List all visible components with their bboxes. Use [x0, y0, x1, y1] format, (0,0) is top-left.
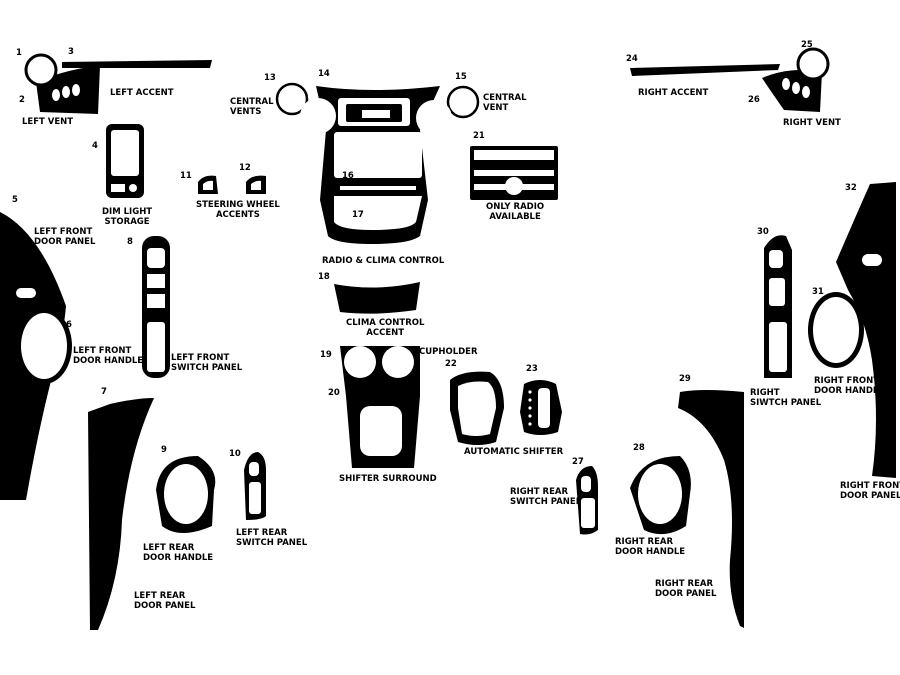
part-number-6: 6	[66, 320, 72, 330]
clima-control-accent-part	[334, 282, 420, 314]
part-number-28: 28	[633, 443, 645, 453]
label-right-rear-door-handle: RIGHT REAR DOOR HANDLE	[615, 537, 686, 557]
label-clima-control-accent: CLIMA CONTROL ACCENT	[346, 318, 425, 338]
part-number-14: 14	[318, 69, 330, 79]
only-radio-part	[470, 146, 558, 200]
part-number-8: 8	[127, 237, 133, 247]
label-right-accent: RIGHT ACCENT	[638, 88, 709, 98]
steering-accent-left-hole	[203, 180, 213, 190]
part-number-2: 2	[19, 95, 25, 105]
part-number-7: 7	[101, 387, 107, 397]
label-central-vent: CENTRAL VENT	[483, 93, 527, 113]
part-number-10: 10	[229, 449, 241, 459]
label-right-rear-door-panel: RIGHT REAR DOOR PANEL	[655, 579, 717, 599]
central-vent-left	[275, 82, 309, 116]
left-accent-part	[62, 60, 212, 68]
part-number-16: 16	[342, 171, 354, 181]
shifter-indicator-part	[520, 380, 562, 435]
label-cupholder: CUPHOLDER	[419, 347, 478, 357]
label-right-switch-panel: RIGHT SIWTCH PANEL	[750, 388, 822, 408]
part-number-31: 31	[812, 287, 824, 297]
part-number-1: 1	[16, 48, 22, 58]
right-rear-door-handle-part	[630, 456, 691, 535]
part-number-15: 15	[455, 72, 467, 82]
left-rear-door-panel-part	[88, 398, 154, 630]
part-number-11: 11	[180, 171, 192, 181]
label-shifter-surround: SHIFTER SURROUND	[339, 474, 437, 484]
part-number-9: 9	[161, 445, 167, 455]
part-number-12: 12	[239, 163, 251, 173]
part-number-4: 4	[92, 141, 98, 151]
shifter-bezel-part	[450, 371, 504, 445]
part-number-25: 25	[801, 40, 813, 50]
label-left-accent: LEFT ACCENT	[110, 88, 174, 98]
label-left-front-door-handle: LEFT FRONT DOOR HANDLE	[73, 346, 144, 366]
part-number-30: 30	[757, 227, 769, 237]
label-steering-wheel-accents: STEERING WHEEL ACCENTS	[196, 200, 280, 220]
part-number-22: 22	[445, 359, 457, 369]
central-vent-right	[446, 85, 480, 119]
label-only-radio-available: ONLY RADIO AVAILABLE	[486, 202, 545, 222]
label-right-front-door-panel: RIGHT FRONT DOOR PANEL	[840, 481, 900, 501]
right-front-door-panel-part	[836, 182, 896, 478]
part-number-26: 26	[748, 95, 760, 105]
left-front-switch-panel-part	[142, 236, 170, 378]
right-accent-part	[630, 64, 780, 76]
shifter-surround-part	[340, 346, 420, 468]
label-left-rear-door-panel: LEFT REAR DOOR PANEL	[134, 591, 196, 611]
label-automatic-shifter: AUTOMATIC SHIFTER	[464, 447, 564, 457]
part-number-13: 13	[264, 73, 276, 83]
steering-accent-right-hole	[251, 180, 261, 190]
right-rear-switch-panel-part	[576, 466, 598, 535]
label-left-front-switch-panel: LEFT FRONT SWITCH PANEL	[171, 353, 243, 373]
part-number-18: 18	[318, 272, 330, 282]
part-number-3: 3	[68, 47, 74, 57]
left-front-door-handle-part	[16, 308, 72, 384]
right-vent-part	[762, 47, 830, 112]
part-number-17: 17	[352, 210, 364, 220]
label-left-vent: LEFT VENT	[22, 117, 74, 127]
part-number-20: 20	[328, 388, 340, 398]
left-rear-door-handle-part	[156, 456, 216, 533]
right-front-door-handle-part	[808, 292, 864, 368]
part-number-27: 27	[572, 457, 584, 467]
right-rear-door-panel-part	[678, 390, 744, 628]
right-switch-panel-part	[764, 235, 792, 378]
label-right-front-door-handle: RIGHT FRONT DOOR HANDLE	[814, 376, 885, 396]
label-right-rear-switch-panel: RIGHT REAR SWITCH PANEL	[510, 487, 582, 507]
part-number-32: 32	[845, 183, 857, 193]
label-central-vents: CENTRAL VENTS	[230, 97, 274, 117]
left-rear-switch-panel-part	[244, 452, 266, 520]
part-number-23: 23	[526, 364, 538, 374]
label-left-rear-door-handle: LEFT REAR DOOR HANDLE	[143, 543, 214, 563]
part-number-5: 5	[12, 195, 18, 205]
left-vent-part	[24, 53, 100, 114]
dim-light-storage-part	[106, 124, 144, 198]
part-number-19: 19	[320, 350, 332, 360]
label-right-vent: RIGHT VENT	[783, 118, 841, 128]
part-number-21: 21	[473, 131, 485, 141]
label-left-rear-switch-panel: LEFT REAR SWITCH PANEL	[236, 528, 308, 548]
radio-clima-bezel	[300, 86, 452, 244]
label-left-front-door-panel: LEFT FRONT DOOR PANEL	[34, 227, 96, 247]
part-number-29: 29	[679, 374, 691, 384]
label-dim-light-storage: DIM LIGHT STORAGE	[102, 207, 153, 227]
part-number-24: 24	[626, 54, 638, 64]
label-radio-clima-control: RADIO & CLIMA CONTROL	[322, 256, 445, 266]
